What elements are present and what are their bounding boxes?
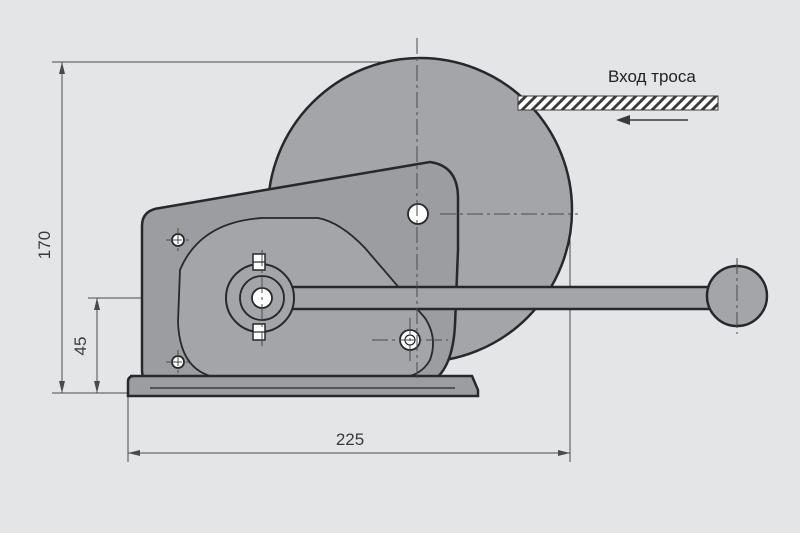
center-lines <box>166 38 738 382</box>
cable <box>517 95 719 111</box>
dimension-arrows <box>59 62 570 456</box>
cable-direction-arrow <box>616 115 688 125</box>
crank-handle-arm <box>256 285 722 311</box>
arrow-170-bottom <box>59 381 65 393</box>
cable-entry-label: Вход троса <box>608 67 696 86</box>
dimension-label-170: 170 <box>35 231 54 259</box>
dimension-label-225: 225 <box>336 430 364 449</box>
dimension-lines <box>52 61 571 462</box>
arrow-225-left <box>128 450 140 456</box>
arrow-45-top <box>94 298 100 310</box>
base-plate <box>126 374 480 398</box>
arrow-45-bottom <box>94 381 100 393</box>
drum-axle-hole <box>407 203 429 225</box>
dimension-label-45: 45 <box>71 337 90 356</box>
arrow-225-right <box>558 450 570 456</box>
arrow-170-top <box>59 62 65 74</box>
